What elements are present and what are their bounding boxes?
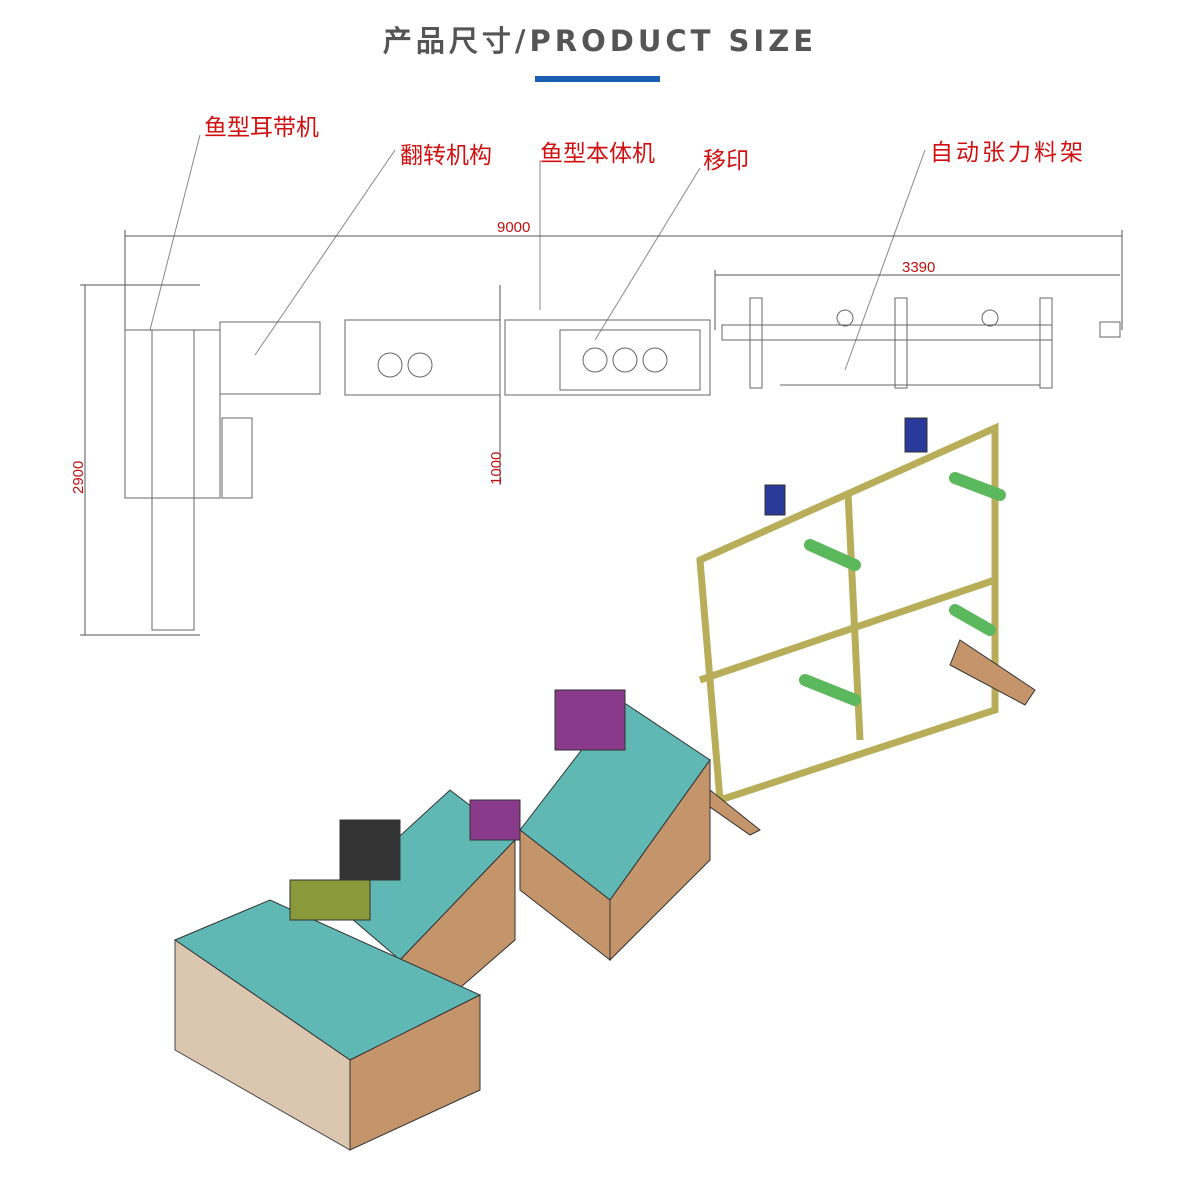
label-body-machine: 鱼型本体机	[540, 141, 655, 167]
leader-lines	[149, 134, 926, 371]
dimension-total-width: 2900	[70, 460, 87, 494]
label-tension-rack: 自动张力料架	[930, 140, 1086, 166]
isometric-machine-render	[173, 417, 1036, 1151]
dimension-rack-length: 3390	[902, 259, 936, 276]
title-underline	[535, 76, 660, 82]
dimension-total-length: 9000	[497, 219, 531, 236]
label-flip-mechanism: 翻转机构	[400, 143, 492, 169]
page-title: 产品尺寸/PRODUCT SIZE	[382, 24, 818, 58]
dimension-lines	[80, 230, 1123, 636]
label-pad-printing: 移印	[703, 148, 749, 174]
dimension-body-width: 1000	[488, 451, 505, 485]
label-ear-loop-machine: 鱼型耳带机	[204, 115, 319, 141]
plan-view	[124, 297, 1121, 631]
